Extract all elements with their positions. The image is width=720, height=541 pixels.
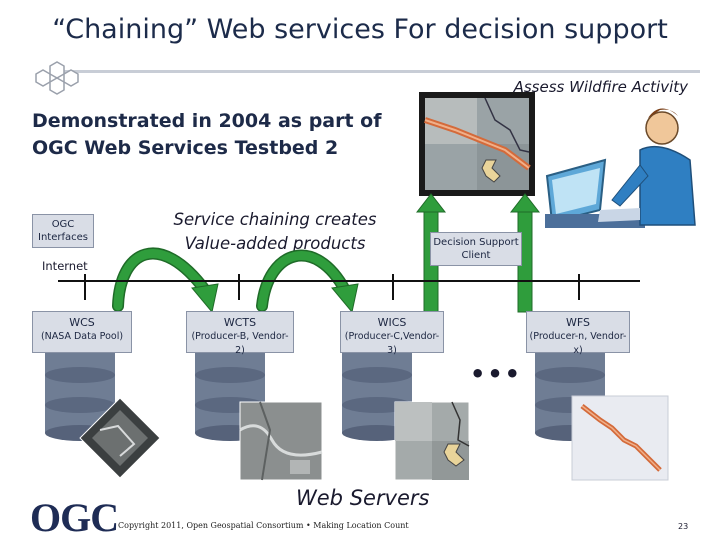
ogc-logo: OGC	[30, 495, 119, 540]
service-box-wfs: WFS (Producer-n, Vendor-x)	[526, 311, 630, 356]
chaining-arrow-2	[256, 249, 359, 314]
title-rule	[60, 70, 700, 73]
dss-line-1: Decision Support	[433, 237, 519, 248]
service-box-wcs: WCS (NASA Data Pool)	[32, 311, 132, 353]
satellite-image-1	[79, 397, 161, 479]
ogc-interfaces-line-2: Interfaces	[38, 232, 88, 243]
more-servers-ellipsis: •••	[470, 360, 523, 388]
dss-line-2: Client	[461, 250, 491, 261]
slide-title: “Chaining” Web services For decision sup…	[52, 14, 668, 45]
service-provider-wcts: (Producer-B, Vendor-2)	[191, 331, 289, 356]
demo-line-1: Demonstrated in 2004 as part of	[32, 110, 382, 132]
chaining-line-2: Value-added products	[184, 234, 366, 253]
bus-tick-4	[578, 274, 580, 300]
service-name-wics: WICS	[377, 316, 407, 329]
copyright-footer: Copyright 2011, Open Geospatial Consorti…	[118, 521, 409, 530]
service-provider-wfs: (Producer-n, Vendor-x)	[529, 331, 627, 356]
service-box-wics: WICS (Producer-C,Vendor-3)	[340, 311, 444, 356]
chaining-line-1: Service chaining creates	[173, 210, 377, 229]
service-name-wcs: WCS	[69, 316, 95, 329]
page-number: 23	[678, 522, 689, 531]
analyst-figure	[545, 108, 696, 228]
internet-label: Internet	[42, 259, 88, 273]
database-server-4	[535, 337, 605, 441]
ogc-interfaces-line-1: OGC	[51, 219, 75, 230]
service-name-wcts: WCTS	[223, 316, 257, 329]
hexagon-cluster-icon	[35, 61, 79, 95]
bus-tick-1	[84, 274, 86, 300]
demonstration-text: Demonstrated in 2004 as part of OGC Web …	[32, 108, 392, 162]
bus-tick-2	[238, 274, 240, 300]
decision-map-display	[419, 92, 535, 196]
service-provider-wics: (Producer-C,Vendor-3)	[344, 331, 440, 356]
service-box-wcts: WCTS (Producer-B, Vendor-2)	[186, 311, 294, 356]
web-servers-label: Web Servers	[296, 486, 430, 510]
internet-bus-line	[58, 280, 640, 282]
chaining-caption: Service chaining creates Value-added pro…	[170, 208, 380, 256]
bus-tick-3	[392, 274, 394, 300]
service-provider-wcs: (NASA Data Pool)	[40, 331, 124, 342]
map-image-3	[394, 401, 470, 481]
satellite-image-2	[239, 401, 323, 481]
demo-line-2: OGC Web Services Testbed 2	[32, 137, 339, 159]
map-image-4	[571, 395, 669, 481]
decision-support-client-box: Decision Support Client	[430, 232, 522, 266]
ogc-interfaces-box: OGC Interfaces	[32, 214, 94, 248]
scenario-label: Assess Wildfire Activity	[513, 78, 688, 96]
service-name-wfs: WFS	[566, 316, 590, 329]
chaining-arrow-1	[112, 247, 219, 314]
database-server-3	[342, 337, 412, 441]
